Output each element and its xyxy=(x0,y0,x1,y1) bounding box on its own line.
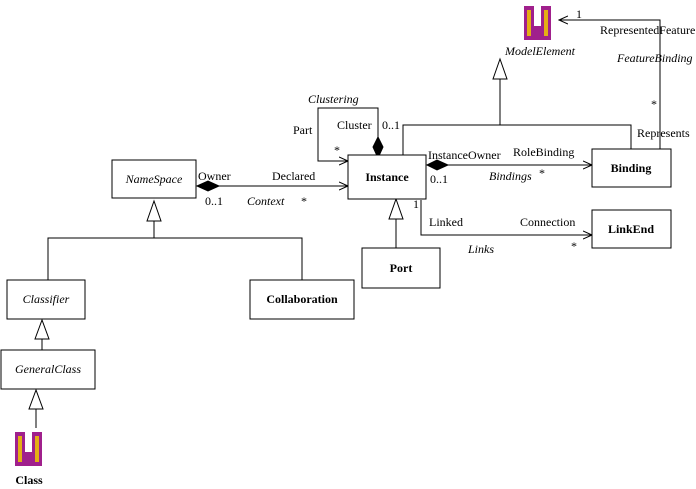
linkend-label: LinkEnd xyxy=(608,222,654,236)
namespace-generalization-branch xyxy=(47,237,303,280)
uml-logo-icon-top xyxy=(524,6,551,40)
class-instance[interactable]: Instance xyxy=(347,154,427,200)
class-label: Class xyxy=(15,473,43,487)
namespace-generalization-triangle xyxy=(146,199,162,222)
collaboration-label: Collaboration xyxy=(266,292,338,306)
connection-label: Connection xyxy=(520,215,575,229)
bindings-multiplicity: * xyxy=(539,166,545,180)
owner-label: Owner xyxy=(198,169,231,183)
owner-composition-diamond xyxy=(195,180,221,192)
feature-binding-label: FeatureBinding xyxy=(616,51,693,65)
cluster-multiplicity: 0..1 xyxy=(382,118,400,132)
instance-owner-composition-diamond xyxy=(425,159,450,171)
instance-generalization-triangle xyxy=(388,197,404,220)
class-namespace[interactable]: NameSpace xyxy=(111,159,197,199)
class-generalclass[interactable]: GeneralClass xyxy=(0,349,96,390)
links-label: Links xyxy=(467,242,494,256)
class-port[interactable]: Port xyxy=(361,247,441,289)
class-binding[interactable]: Binding xyxy=(591,148,672,188)
declared-multiplicity: * xyxy=(301,194,307,208)
cluster-label: Cluster xyxy=(337,118,372,132)
instance-generalization-line xyxy=(402,124,632,155)
linked-label: Linked xyxy=(429,215,463,229)
class-classifier[interactable]: Classifier xyxy=(6,279,86,320)
uml-logo-icon-bottom xyxy=(15,432,42,466)
linked-multiplicity: 1 xyxy=(413,197,419,211)
represents-multiplicity: * xyxy=(651,97,657,111)
instance-label: Instance xyxy=(365,170,409,184)
connection-association xyxy=(420,200,592,235)
context-label: Context xyxy=(247,194,285,208)
binding-label: Binding xyxy=(611,161,652,175)
part-label: Part xyxy=(293,123,313,137)
clustering-association xyxy=(317,107,379,161)
generalclass-label: GeneralClass xyxy=(15,362,81,376)
bindings-label: Bindings xyxy=(489,169,532,183)
part-multiplicity: * xyxy=(334,143,340,157)
instance-owner-multiplicity: 0..1 xyxy=(430,172,448,186)
represented-feature-multiplicity: 1 xyxy=(576,7,582,21)
port-label: Port xyxy=(390,261,413,275)
role-binding-label: RoleBinding xyxy=(513,145,574,159)
clustering-label: Clustering xyxy=(308,92,359,106)
namespace-label: NameSpace xyxy=(125,172,183,186)
links-multiplicity: * xyxy=(571,239,577,253)
feature-binding-association xyxy=(559,20,661,149)
represents-label: Represents xyxy=(637,126,690,140)
modelelement-generalization-triangle xyxy=(492,57,508,80)
classifier-label: Classifier xyxy=(23,292,70,306)
represented-feature-label: RepresentedFeature xyxy=(600,23,695,37)
declared-label: Declared xyxy=(272,169,315,183)
classifier-generalization-triangle xyxy=(34,318,50,340)
instance-owner-label: InstanceOwner xyxy=(428,148,501,162)
owner-multiplicity: 0..1 xyxy=(205,194,223,208)
class-collaboration[interactable]: Collaboration xyxy=(249,279,355,320)
class-linkend[interactable]: LinkEnd xyxy=(591,209,672,249)
modelelement-label: ModelElement xyxy=(504,44,576,58)
generalclass-generalization-triangle xyxy=(28,388,44,410)
